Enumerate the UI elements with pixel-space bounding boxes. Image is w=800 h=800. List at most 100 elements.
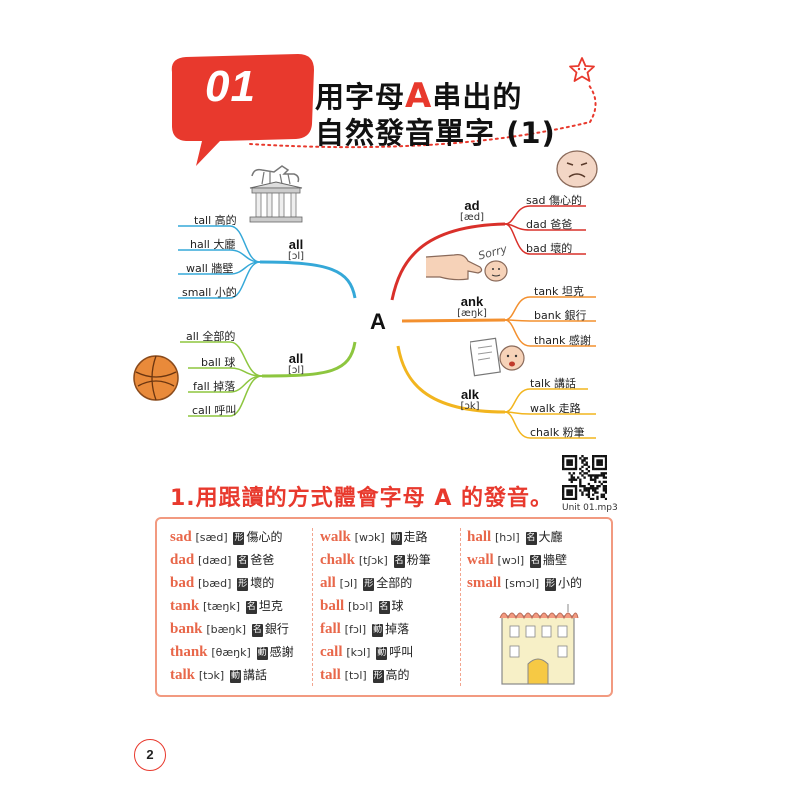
- vocab-meaning: 爸爸: [250, 553, 275, 567]
- vocab-word: dad: [170, 552, 195, 568]
- part-of-speech-badge: 名: [393, 555, 405, 568]
- vocab-entry: walk [wɔk] 動走路: [320, 527, 428, 547]
- qr-code-icon[interactable]: [562, 455, 607, 500]
- vocab-entry: sad [sæd] 形傷心的: [170, 527, 282, 547]
- vocab-phonetic: [tɔk]: [198, 669, 225, 682]
- vocab-entry: call [kɔl] 動呼叫: [320, 642, 413, 662]
- vocab-phonetic: [bæd]: [198, 577, 232, 590]
- part-of-speech-badge: 名: [245, 601, 257, 614]
- apology-hand-illustration: [425, 254, 508, 282]
- mindmap-node-all-bottom: all[ɔl]: [287, 351, 305, 376]
- mindmap-node-ank: ank[æŋk]: [457, 294, 487, 319]
- page-title-line2: 自然發音單字 (1): [315, 116, 556, 150]
- vocab-phonetic: [tæŋk]: [203, 600, 241, 613]
- sad-face-icon: [556, 150, 598, 188]
- vocab-entry: dad [dæd] 名爸爸: [170, 550, 274, 570]
- mindmap-node-alk: alk[ɔk]: [460, 387, 480, 412]
- mindmap-leaf: wall 牆壁: [186, 262, 234, 275]
- vocab-meaning: 呼叫: [389, 645, 414, 659]
- vocab-entry: tank [tæŋk] 名坦克: [170, 596, 283, 616]
- vocab-phonetic: [tɔl]: [344, 669, 367, 682]
- vocab-meaning: 走路: [403, 530, 428, 544]
- part-of-speech-badge: 動: [372, 624, 384, 637]
- vocab-entry: chalk [tʃɔk] 名粉筆: [320, 550, 431, 570]
- part-of-speech-badge: 動: [229, 670, 241, 683]
- mindmap-leaf: tank 坦克: [534, 285, 584, 298]
- vocab-meaning: 粉筆: [406, 553, 431, 567]
- vocab-word: tank: [170, 598, 200, 614]
- vocab-entry: thank [θæŋk] 動感謝: [170, 642, 294, 662]
- vocab-meaning: 壞的: [250, 576, 275, 590]
- vocab-meaning: 小的: [557, 576, 582, 590]
- mindmap-center-letter: A: [370, 309, 386, 334]
- vocab-word: talk: [170, 667, 196, 683]
- vocab-meaning: 全部的: [376, 576, 413, 590]
- vocab-entry: tall [tɔl] 形高的: [320, 665, 410, 685]
- vocab-entry: small [smɔl] 形小的: [467, 573, 582, 593]
- vocab-meaning: 感謝: [269, 645, 294, 659]
- branch-all-top: [178, 225, 357, 299]
- part-of-speech-badge: 形: [233, 532, 245, 545]
- vocab-meaning: 大廳: [538, 530, 563, 544]
- vocab-phonetic: [hɔl]: [495, 531, 520, 544]
- page-number: 2: [134, 739, 166, 771]
- vocab-word: tall: [320, 667, 341, 683]
- vocab-phonetic: [sæd]: [195, 531, 228, 544]
- lesson-number: 01: [205, 62, 256, 111]
- vocab-meaning: 牆壁: [543, 553, 568, 567]
- vocab-meaning: 高的: [385, 668, 410, 682]
- part-of-speech-badge: 形: [237, 578, 249, 591]
- vocab-word: fall: [320, 621, 341, 637]
- part-of-speech-badge: 動: [256, 647, 268, 660]
- part-of-speech-badge: 名: [378, 601, 390, 614]
- vocab-phonetic: [bæŋk]: [206, 623, 247, 636]
- part-of-speech-badge: 動: [376, 647, 388, 660]
- vocab-phonetic: [kɔl]: [346, 646, 371, 659]
- branch-all-bottom: [180, 341, 357, 417]
- column-divider: [312, 528, 313, 686]
- part-of-speech-badge: 名: [237, 555, 249, 568]
- vocab-word: small: [467, 575, 502, 591]
- mindmap-leaf: small 小的: [182, 286, 237, 299]
- vocab-phonetic: [fɔl]: [344, 623, 367, 636]
- vocab-entry: wall [wɔl] 名牆壁: [467, 550, 567, 570]
- mindmap-leaf: call 呼叫: [192, 404, 237, 417]
- vocab-entry: talk [tɔk] 動講話: [170, 665, 267, 685]
- vocab-word: bad: [170, 575, 195, 591]
- vocab-word: hall: [467, 529, 492, 545]
- vocab-entry: bad [bæd] 形壞的: [170, 573, 274, 593]
- mindmap-leaf: walk 走路: [530, 402, 581, 415]
- mindmap-leaf: fall 掉落: [193, 380, 236, 393]
- vocab-meaning: 掉落: [385, 622, 410, 636]
- mindmap-leaf: talk 講話: [530, 377, 576, 390]
- column-divider: [460, 528, 461, 686]
- vocab-meaning: 銀行: [264, 622, 289, 636]
- house-illustration: [499, 604, 579, 685]
- vocab-word: chalk: [320, 552, 356, 568]
- mindmap-node-all-top: all[ɔl]: [287, 237, 305, 262]
- exercise-heading: 1.用跟讀的方式體會字母 A 的發音。: [170, 486, 554, 511]
- museum-dinosaur-illustration: [249, 165, 303, 223]
- vocab-word: all: [320, 575, 336, 591]
- part-of-speech-badge: 名: [525, 532, 537, 545]
- vocab-phonetic: [bɔl]: [348, 600, 373, 613]
- mindmap-leaf: thank 感謝: [534, 334, 591, 347]
- mindmap-leaf: all 全部的: [186, 330, 236, 343]
- vocab-entry: ball [bɔl] 名球: [320, 596, 404, 616]
- mindmap-leaf: bad 壞的: [526, 242, 573, 255]
- vocab-phonetic: [dæd]: [198, 554, 232, 567]
- vocab-entry: bank [bæŋk] 名銀行: [170, 619, 289, 639]
- mindmap-leaf: tall 高的: [194, 214, 237, 227]
- vocab-word: thank: [170, 644, 208, 660]
- vocab-phonetic: [wɔl]: [497, 554, 525, 567]
- vocab-meaning: 講話: [243, 668, 268, 682]
- part-of-speech-badge: 形: [372, 670, 384, 683]
- part-of-speech-badge: 名: [530, 555, 542, 568]
- mindmap-leaf: chalk 粉筆: [530, 426, 585, 439]
- lesson-bubble: [171, 54, 314, 166]
- letter-face-illustration: [470, 337, 525, 377]
- vocab-word: wall: [467, 552, 494, 568]
- vocab-word: walk: [320, 529, 351, 545]
- mindmap-leaf: hall 大廳: [190, 238, 236, 251]
- vocab-word: call: [320, 644, 343, 660]
